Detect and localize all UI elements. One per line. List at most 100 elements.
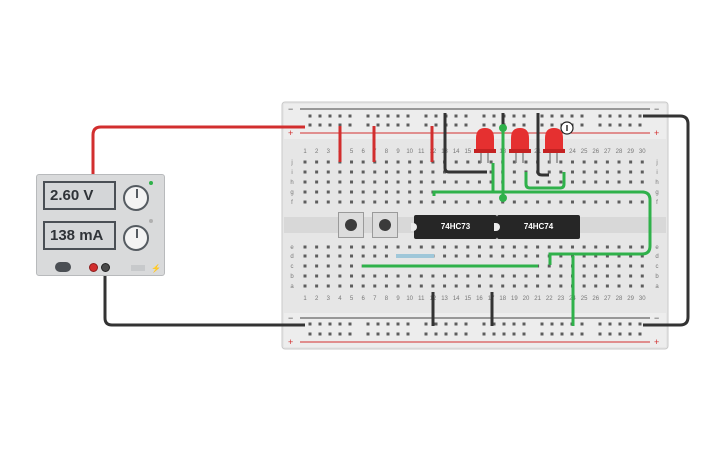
breadboard-hole[interactable]: [640, 254, 644, 258]
breadboard-hole[interactable]: [594, 160, 598, 164]
breadboard-hole[interactable]: [594, 274, 598, 278]
breadboard-hole[interactable]: [315, 254, 319, 258]
breadboard-hole[interactable]: [570, 180, 574, 184]
breadboard-hole[interactable]: [386, 322, 390, 326]
breadboard-hole[interactable]: [638, 123, 642, 127]
breadboard-hole[interactable]: [640, 180, 644, 184]
breadboard-hole[interactable]: [512, 114, 516, 118]
breadboard-hole[interactable]: [408, 160, 412, 164]
breadboard-hole[interactable]: [396, 284, 400, 288]
breadboard-hole[interactable]: [443, 245, 447, 249]
breadboard-hole[interactable]: [419, 160, 423, 164]
breadboard-hole[interactable]: [502, 332, 506, 336]
breadboard-hole[interactable]: [547, 160, 551, 164]
breadboard-hole[interactable]: [431, 200, 435, 204]
breadboard-hole[interactable]: [594, 245, 598, 249]
breadboard-hole[interactable]: [303, 264, 307, 268]
breadboard-hole[interactable]: [315, 170, 319, 174]
breadboard-hole[interactable]: [582, 245, 586, 249]
breadboard-hole[interactable]: [477, 180, 481, 184]
breadboard-hole[interactable]: [315, 200, 319, 204]
breadboard-hole[interactable]: [640, 264, 644, 268]
breadboard-hole[interactable]: [348, 322, 352, 326]
breadboard-hole[interactable]: [477, 284, 481, 288]
breadboard-hole[interactable]: [338, 274, 342, 278]
breadboard-hole[interactable]: [466, 180, 470, 184]
breadboard-hole[interactable]: [303, 170, 307, 174]
breadboard-hole[interactable]: [464, 332, 468, 336]
breadboard-hole[interactable]: [454, 114, 458, 118]
breadboard-hole[interactable]: [512, 274, 516, 278]
breadboard-hole[interactable]: [522, 332, 526, 336]
breadboard-hole[interactable]: [338, 322, 342, 326]
breadboard-hole[interactable]: [594, 264, 598, 268]
breadboard-hole[interactable]: [361, 245, 365, 249]
breadboard-hole[interactable]: [501, 284, 505, 288]
breadboard-hole[interactable]: [540, 123, 544, 127]
breadboard-hole[interactable]: [384, 254, 388, 258]
breadboard-hole[interactable]: [605, 254, 609, 258]
breadboard-hole[interactable]: [640, 160, 644, 164]
breadboard-hole[interactable]: [594, 200, 598, 204]
breadboard-hole[interactable]: [629, 284, 633, 288]
breadboard-hole[interactable]: [640, 200, 644, 204]
breadboard-hole[interactable]: [424, 114, 428, 118]
breadboard-hole[interactable]: [361, 274, 365, 278]
breadboard-hole[interactable]: [326, 170, 330, 174]
breadboard-hole[interactable]: [308, 322, 312, 326]
breadboard-hole[interactable]: [315, 160, 319, 164]
breadboard-hole[interactable]: [570, 160, 574, 164]
breadboard-hole[interactable]: [550, 322, 554, 326]
breadboard-hole[interactable]: [464, 123, 468, 127]
breadboard-hole[interactable]: [315, 274, 319, 278]
breadboard-hole[interactable]: [326, 274, 330, 278]
breadboard-hole[interactable]: [512, 180, 516, 184]
breadboard-hole[interactable]: [366, 123, 370, 127]
breadboard-hole[interactable]: [617, 200, 621, 204]
breadboard-hole[interactable]: [594, 180, 598, 184]
breadboard-hole[interactable]: [454, 322, 458, 326]
breadboard-hole[interactable]: [628, 322, 632, 326]
breadboard-hole[interactable]: [536, 180, 540, 184]
breadboard-hole[interactable]: [434, 114, 438, 118]
breadboard-hole[interactable]: [492, 114, 496, 118]
breadboard-hole[interactable]: [466, 245, 470, 249]
breadboard-hole[interactable]: [605, 245, 609, 249]
negative-terminal[interactable]: [101, 263, 110, 272]
breadboard-hole[interactable]: [489, 274, 493, 278]
breadboard-hole[interactable]: [501, 274, 505, 278]
breadboard-hole[interactable]: [492, 332, 496, 336]
breadboard-hole[interactable]: [434, 322, 438, 326]
breadboard-hole[interactable]: [384, 245, 388, 249]
breadboard-hole[interactable]: [361, 254, 365, 258]
breadboard-hole[interactable]: [559, 274, 563, 278]
breadboard-hole[interactable]: [424, 332, 428, 336]
breadboard-hole[interactable]: [303, 200, 307, 204]
breadboard-hole[interactable]: [396, 160, 400, 164]
breadboard-hole[interactable]: [338, 123, 342, 127]
breadboard-hole[interactable]: [386, 114, 390, 118]
breadboard-hole[interactable]: [582, 160, 586, 164]
breadboard-hole[interactable]: [408, 180, 412, 184]
breadboard-hole[interactable]: [419, 274, 423, 278]
breadboard-hole[interactable]: [348, 332, 352, 336]
breadboard-hole[interactable]: [408, 245, 412, 249]
breadboard-hole[interactable]: [559, 254, 563, 258]
breadboard-hole[interactable]: [361, 160, 365, 164]
breadboard-hole[interactable]: [560, 332, 564, 336]
breadboard-hole[interactable]: [328, 123, 332, 127]
breadboard-hole[interactable]: [396, 180, 400, 184]
breadboard-hole[interactable]: [617, 254, 621, 258]
breadboard-hole[interactable]: [466, 284, 470, 288]
breadboard-hole[interactable]: [443, 170, 447, 174]
breadboard-hole[interactable]: [608, 322, 612, 326]
breadboard-hole[interactable]: [396, 190, 400, 194]
breadboard-hole[interactable]: [361, 190, 365, 194]
breadboard-hole[interactable]: [550, 332, 554, 336]
positive-terminal[interactable]: [89, 263, 98, 272]
black-wire-top-left[interactable]: [443, 113, 487, 174]
breadboard-hole[interactable]: [640, 170, 644, 174]
breadboard-hole[interactable]: [366, 322, 370, 326]
breadboard-hole[interactable]: [482, 322, 486, 326]
breadboard-hole[interactable]: [454, 160, 458, 164]
